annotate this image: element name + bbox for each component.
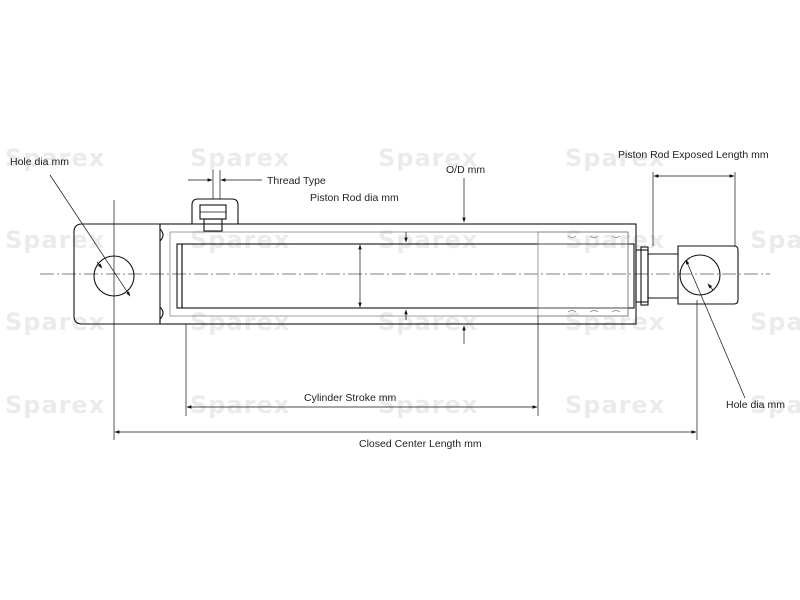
rod-end (635, 245, 739, 306)
right-hole-dia-leader (685, 259, 746, 399)
cylinder-barrel (159, 223, 637, 325)
watermark: Sparex (190, 391, 290, 419)
hole-dia-right-label: Hole dia mm (726, 399, 785, 411)
thread-port (191, 198, 239, 232)
watermark: Sparex (5, 226, 105, 254)
right-hole (679, 254, 721, 296)
piston-rod-dia-label: Piston Rod dia mm (310, 192, 399, 204)
watermark: Sparex (378, 308, 478, 336)
rod-exposed-length-label: Piston Rod Exposed Length mm (618, 149, 769, 161)
watermark: Sparex (750, 226, 800, 254)
watermark: Sparex (378, 391, 478, 419)
watermark: Sparex (565, 391, 665, 419)
dimension-lines (49, 174, 746, 434)
watermark: Sparex (190, 308, 290, 336)
watermark: Sparex (750, 391, 800, 419)
watermark: Sparex (565, 144, 665, 172)
left-hole-dia-leader (49, 174, 131, 297)
watermark: Sparex (378, 144, 478, 172)
watermark: Sparex (5, 391, 105, 419)
hole-dia-left-label: Hole dia mm (10, 156, 69, 168)
watermark: Sparex (5, 308, 105, 336)
cylinder-stroke-label: Cylinder Stroke mm (304, 392, 396, 404)
od-label: O/D mm (446, 164, 485, 176)
watermark: Sparex (750, 308, 800, 336)
watermark: Sparex (565, 308, 665, 336)
thread-type-label: Thread Type (267, 175, 326, 187)
watermark-layer: Sparex Sparex Sparex Sparex Sparex Spare… (5, 144, 800, 419)
labels: Hole dia mm Thread Type Piston Rod dia m… (10, 149, 785, 450)
closed-center-length-label: Closed Center Length mm (359, 438, 482, 450)
watermark: Sparex (5, 144, 105, 172)
watermark: Sparex (190, 226, 290, 254)
watermark: Sparex (378, 226, 478, 254)
watermark: Sparex (565, 226, 665, 254)
extension-lines (113, 170, 736, 440)
watermark: Sparex (190, 144, 290, 172)
